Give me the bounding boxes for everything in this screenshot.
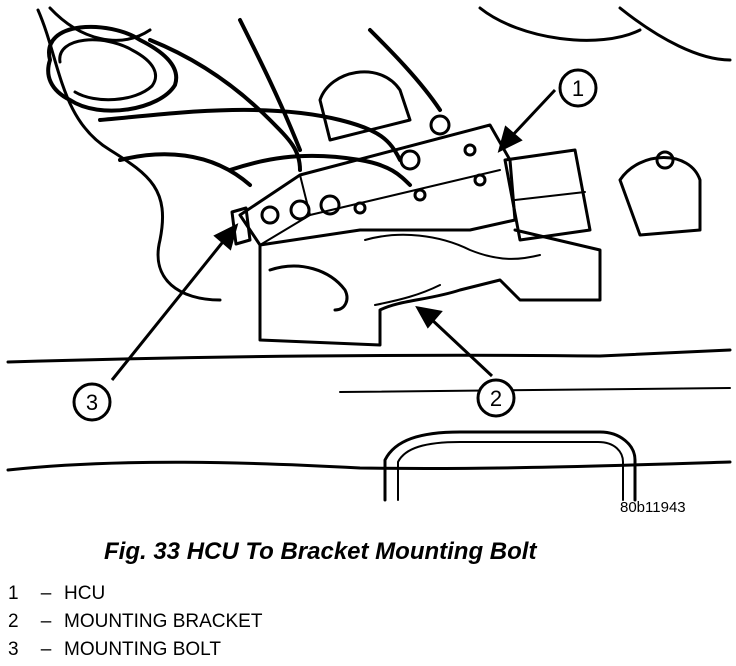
- callout-3: 3: [72, 382, 112, 422]
- pump-motor: [318, 70, 412, 142]
- legend-separator: –: [40, 583, 52, 604]
- brake-line-5: [228, 153, 412, 187]
- hcu-block: [238, 123, 517, 247]
- legend-label: MOUNTING BRACKET: [64, 611, 263, 632]
- brake-line-3: [238, 18, 302, 152]
- legend-item: 1 – HCU: [8, 580, 262, 608]
- legend-separator: –: [40, 639, 52, 660]
- legend-number: 2: [8, 611, 19, 632]
- arrowhead-1: [497, 125, 523, 153]
- legend-separator: –: [40, 611, 52, 632]
- leader-line-3: [110, 237, 228, 381]
- legend-item: 2 – MOUNTING BRACKET: [8, 608, 262, 636]
- legend: 1 – HCU 2 – MOUNTING BRACKET 3 – MOUNTIN…: [8, 580, 262, 664]
- right-strut: [618, 156, 702, 237]
- callout-1: 1: [558, 68, 598, 108]
- leader-line-2: [428, 316, 494, 378]
- brake-line-6: [118, 152, 252, 187]
- legend-number: 3: [8, 639, 19, 660]
- brake-line-2: [148, 38, 302, 172]
- callout-2: 2: [476, 378, 516, 418]
- frame-rail-mid: [339, 387, 731, 393]
- arrowhead-3: [213, 223, 239, 251]
- svg-text:3: 3: [86, 390, 98, 415]
- arrowhead-2: [415, 305, 443, 329]
- technical-illustration: 1 2 3 80b11943: [6, 6, 732, 516]
- legend-item: 3 – MOUNTING BOLT: [8, 636, 262, 664]
- legend-label: HCU: [64, 583, 106, 604]
- control-module: [503, 148, 592, 242]
- left-body-outline: [36, 8, 222, 302]
- leader-line-1: [508, 88, 557, 140]
- svg-text:2: 2: [490, 386, 502, 411]
- brake-line-1: [98, 107, 402, 162]
- legend-label: MOUNTING BOLT: [64, 639, 221, 660]
- figure-id-code: 80b11943: [620, 499, 686, 516]
- mounting-bracket: [258, 228, 602, 347]
- brake-tube-loop: [46, 24, 179, 113]
- lower-housing: [383, 430, 637, 502]
- figure-caption: Fig. 33 HCU To Bracket Mounting Bolt: [104, 538, 537, 565]
- frame-rail-lower: [6, 460, 732, 472]
- svg-text:1: 1: [572, 76, 584, 101]
- hcu-line-drawing: 1 2 3 80b11943: [6, 6, 732, 516]
- legend-number: 1: [8, 583, 19, 604]
- brake-line-4: [368, 28, 442, 112]
- frame-rail-upper: [6, 348, 732, 364]
